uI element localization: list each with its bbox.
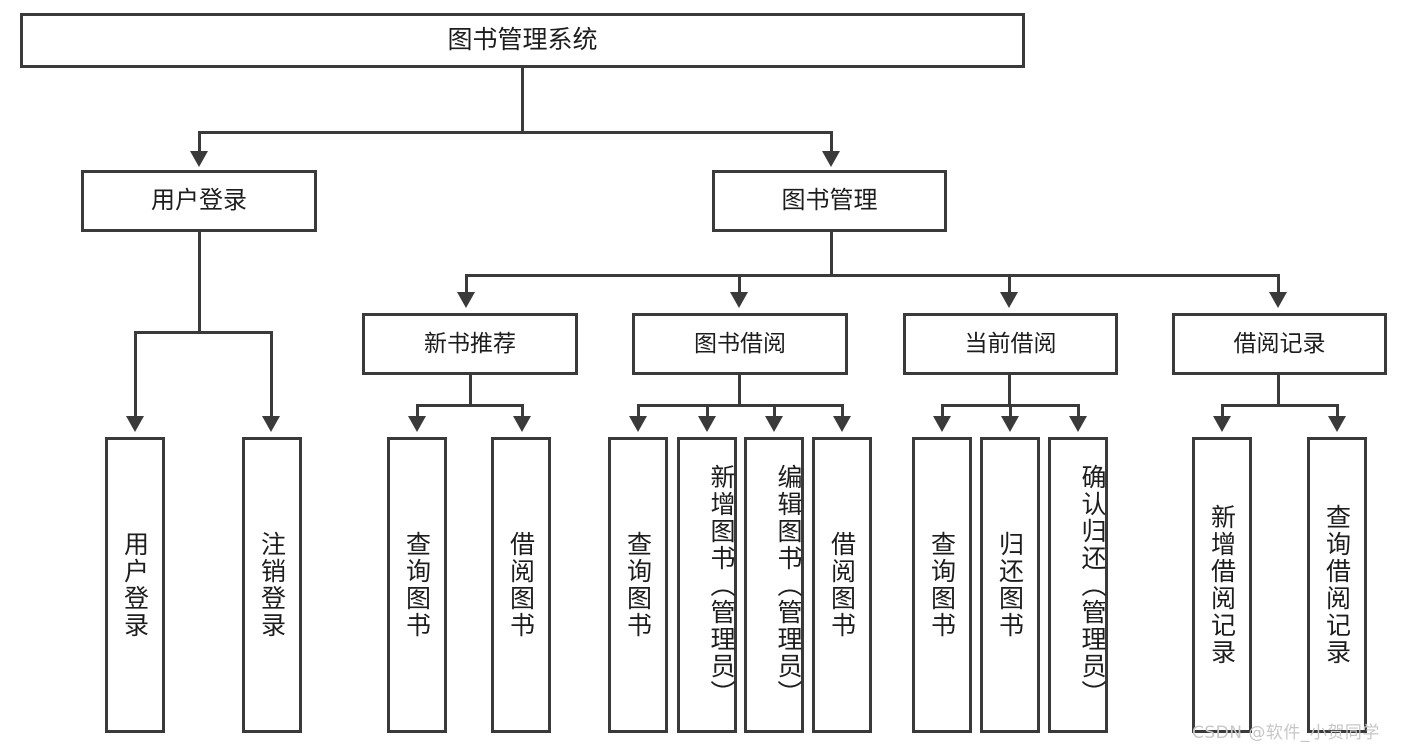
- node-label: 借阅记录: [1233, 330, 1326, 357]
- connector-user-login-stem: [198, 232, 201, 334]
- connector-bm-to-current-borrow: [1008, 274, 1011, 294]
- node-label: 确认归还（管理员）: [1078, 463, 1107, 707]
- node-label: 用户登录: [151, 186, 247, 215]
- node-leaf-query-book-1[interactable]: 查询图书: [387, 437, 447, 733]
- node-leaf-add-record[interactable]: 新增借阅记录: [1192, 437, 1252, 733]
- node-borrow-record[interactable]: 借阅记录: [1172, 313, 1387, 375]
- connector-bm-to-book-borrow: [738, 274, 741, 294]
- node-label: 借阅图书: [827, 531, 857, 639]
- connector-book-management-stem: [830, 232, 833, 277]
- connector-bb-to-leaf-1: [637, 404, 640, 418]
- node-label: 编辑图书（管理员）: [774, 463, 803, 707]
- connector-br-to-leaf-1: [1221, 404, 1224, 418]
- node-leaf-confirm-return[interactable]: 确认归还（管理员）: [1048, 437, 1108, 733]
- arrowhead-bm-to-current-borrow: [1000, 292, 1018, 308]
- connector-root-to-user-login: [198, 131, 201, 153]
- arrowhead-bb-to-leaf-2: [698, 416, 716, 432]
- node-leaf-borrow-book-2[interactable]: 借阅图书: [812, 437, 872, 733]
- connector-borrow-record-stem: [1277, 375, 1280, 407]
- connector-new-book-to-leaf-1: [416, 404, 419, 418]
- node-label: 查询图书: [927, 531, 957, 639]
- arrowhead-bb-to-leaf-4: [833, 416, 851, 432]
- connector-br-to-leaf-2: [1336, 404, 1339, 418]
- node-label: 用户登录: [120, 531, 150, 639]
- connector-new-book-stem: [469, 375, 472, 407]
- connector-book-borrow-stem: [738, 375, 741, 407]
- arrowhead-cb-to-leaf-3: [1069, 416, 1087, 432]
- arrowhead-bm-to-borrow-record: [1269, 292, 1287, 308]
- node-book-borrow[interactable]: 图书借阅: [632, 313, 848, 375]
- node-leaf-edit-book[interactable]: 编辑图书（管理员）: [744, 437, 804, 733]
- watermark-csdn: CSDN @软件_小贺同学: [1192, 723, 1380, 743]
- connector-bm-to-new-book: [465, 274, 468, 294]
- connector-user-login-bus: [134, 331, 270, 334]
- node-label: 借阅图书: [506, 531, 536, 639]
- arrowhead-br-to-leaf-2: [1328, 416, 1346, 432]
- node-label: 查询图书: [402, 531, 432, 639]
- arrowhead-bm-to-new-book: [457, 292, 475, 308]
- node-root-book-management-system[interactable]: 图书管理系统: [20, 13, 1025, 68]
- connector-bm-to-borrow-record: [1277, 274, 1280, 294]
- node-leaf-add-book[interactable]: 新增图书（管理员）: [677, 437, 737, 733]
- node-leaf-query-record[interactable]: 查询借阅记录: [1307, 437, 1367, 733]
- node-leaf-query-book-2[interactable]: 查询图书: [608, 437, 668, 733]
- node-leaf-logout-login[interactable]: 注销登录: [242, 437, 302, 733]
- connector-cb-to-leaf-1: [941, 404, 944, 418]
- node-leaf-query-book-3[interactable]: 查询图书: [912, 437, 972, 733]
- connector-cb-to-leaf-2: [1009, 404, 1012, 418]
- connector-root-stem: [521, 68, 524, 133]
- connector-user-login-to-leaf-1: [134, 331, 137, 418]
- arrowhead-root-to-user-login: [190, 151, 208, 167]
- arrowhead-bb-to-leaf-3: [765, 416, 783, 432]
- arrowhead-root-to-book-management: [822, 151, 840, 167]
- connector-bb-to-leaf-3: [773, 404, 776, 418]
- connector-book-management-bus: [465, 274, 1280, 277]
- connector-root-to-book-management: [830, 131, 833, 153]
- arrowhead-cb-to-leaf-1: [933, 416, 951, 432]
- node-leaf-return-book[interactable]: 归还图书: [980, 437, 1040, 733]
- arrowhead-new-book-to-leaf-2: [513, 416, 531, 432]
- node-label: 新增借阅记录: [1207, 504, 1237, 666]
- arrowhead-user-login-to-leaf-1: [126, 416, 144, 432]
- node-label: 查询借阅记录: [1322, 504, 1352, 666]
- node-label: 新书推荐: [424, 330, 516, 357]
- connector-bb-to-leaf-4: [841, 404, 844, 418]
- connector-root-bus: [198, 131, 832, 134]
- node-label: 新增图书（管理员）: [707, 463, 736, 707]
- connector-book-borrow-bus: [637, 404, 844, 407]
- arrowhead-br-to-leaf-1: [1213, 416, 1231, 432]
- node-book-management[interactable]: 图书管理: [712, 170, 947, 232]
- connector-borrow-record-bus: [1221, 404, 1339, 407]
- node-label: 查询图书: [623, 531, 653, 639]
- arrowhead-bb-to-leaf-1: [629, 416, 647, 432]
- node-label: 当前借阅: [964, 330, 1057, 357]
- arrowhead-bm-to-book-borrow: [730, 292, 748, 308]
- connector-bb-to-leaf-2: [706, 404, 709, 418]
- node-user-login[interactable]: 用户登录: [81, 170, 317, 232]
- node-label: 归还图书: [995, 531, 1025, 639]
- arrowhead-new-book-to-leaf-1: [408, 416, 426, 432]
- node-label: 图书借阅: [694, 330, 786, 357]
- arrowhead-user-login-to-leaf-2: [262, 416, 280, 432]
- connector-new-book-bus: [416, 404, 524, 407]
- connector-new-book-to-leaf-2: [521, 404, 524, 418]
- node-leaf-user-login[interactable]: 用户登录: [105, 437, 165, 733]
- node-leaf-borrow-book-1[interactable]: 借阅图书: [491, 437, 551, 733]
- connector-current-borrow-stem: [1008, 375, 1011, 407]
- node-label: 图书管理系统: [447, 25, 598, 55]
- node-label: 图书管理: [781, 186, 878, 215]
- node-label: 注销登录: [257, 531, 287, 639]
- arrowhead-cb-to-leaf-2: [1001, 416, 1019, 432]
- node-new-book-recommend[interactable]: 新书推荐: [362, 313, 578, 375]
- connector-cb-to-leaf-3: [1077, 404, 1080, 418]
- node-current-borrow[interactable]: 当前借阅: [903, 313, 1118, 375]
- connector-user-login-to-leaf-2: [270, 331, 273, 418]
